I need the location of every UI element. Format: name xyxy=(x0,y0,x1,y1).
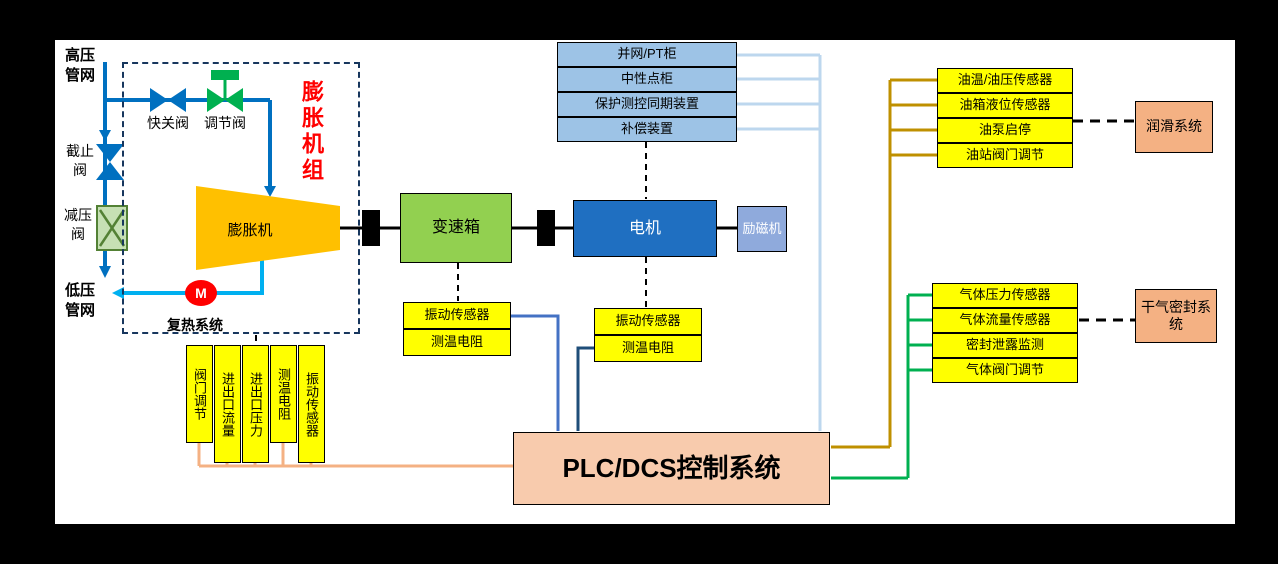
process-inlet-outlet-pressure-label: 进出口压力 xyxy=(248,371,263,437)
panel-neutral-point: 中性点柜 xyxy=(557,67,737,92)
gas-pressure-sensor: 气体压力传感器 xyxy=(932,283,1078,308)
gearbox-rtd-sensor: 测温电阻 xyxy=(403,329,511,356)
electrical-lines xyxy=(737,53,822,431)
coupling-1 xyxy=(362,210,380,246)
reheat-arrow-left xyxy=(112,287,124,299)
gearbox-sensor-line xyxy=(511,314,560,431)
dry-gas-seal-system-block: 干气密封系统 xyxy=(1135,289,1217,343)
control-valve-label: 调节阀 xyxy=(204,115,246,131)
plc-dcs-control-system: PLC/DCS控制系统 xyxy=(513,432,830,505)
stop-valve-icon xyxy=(96,144,124,162)
reducer-valve-label: 减压阀 xyxy=(64,207,92,242)
motor-rtd-sensor: 测温电阻 xyxy=(594,335,702,362)
control-valve-icon xyxy=(207,88,225,112)
coupling-2 xyxy=(537,210,555,246)
motor-block: 电机 xyxy=(573,200,717,257)
gas-flow-sensor: 气体流量传感器 xyxy=(932,308,1078,333)
gearbox-block: 变速箱 xyxy=(400,193,512,263)
reheat-pipe xyxy=(124,252,264,295)
gas-seal-lines xyxy=(831,293,932,480)
expander-label: 膨胀机 xyxy=(227,222,273,239)
process-inlet-outlet-flow-label: 进出口流量 xyxy=(220,371,235,437)
lp-network-label: 低压管网 xyxy=(64,282,95,320)
expander-unit-frame xyxy=(122,62,360,334)
lub-oil-temp-pressure-sensor: 油温/油压传感器 xyxy=(937,68,1073,93)
pipe-arrow-expander-inlet xyxy=(264,186,276,197)
reheat-system-label: 复热系统 xyxy=(167,317,223,333)
control-valve-icon xyxy=(225,88,243,112)
motor-vibration-sensor: 振动传感器 xyxy=(594,308,702,335)
motor-sensor-line xyxy=(576,346,595,431)
panel-protection-sync: 保护测控同期装置 xyxy=(557,92,737,117)
gas-valve-regulation: 气体阀门调节 xyxy=(932,358,1078,383)
process-rtd: 测温电阻 xyxy=(270,345,297,443)
lubrication-lines xyxy=(831,78,937,449)
panel-compensation: 补偿装置 xyxy=(557,117,737,142)
quick-valve-icon xyxy=(168,88,186,112)
gearbox-vibration-sensor: 振动传感器 xyxy=(403,302,511,329)
pipe-arrow-down-2 xyxy=(99,266,111,278)
process-inlet-outlet-pressure: 进出口压力 xyxy=(242,345,269,463)
exciter-block: 励磁机 xyxy=(737,206,787,252)
reheat-pump-motor: M xyxy=(185,280,217,306)
lub-station-valve-regulation: 油站阀门调节 xyxy=(937,143,1073,168)
expander-shape xyxy=(196,186,340,270)
panel-grid-pt: 并网/PT柜 xyxy=(557,42,737,67)
process-valve-regulation-label: 阀门调节 xyxy=(192,368,207,420)
process-vibration-sensor-label: 振动传感器 xyxy=(304,371,319,437)
process-sensor-lines xyxy=(197,443,514,468)
quick-valve-icon xyxy=(150,88,168,112)
stop-valve-icon xyxy=(96,162,124,180)
stop-valve-label: 截止阀 xyxy=(66,143,94,178)
process-vibration-sensor: 振动传感器 xyxy=(298,345,325,463)
pipe-arrow-down-1 xyxy=(99,130,111,141)
quick-valve-label: 快关阀 xyxy=(147,115,189,131)
lubrication-system-block: 润滑系统 xyxy=(1135,101,1213,153)
process-inlet-outlet-flow: 进出口流量 xyxy=(214,345,241,463)
reducer-valve-cross xyxy=(98,209,126,247)
lub-tank-level-sensor: 油箱液位传感器 xyxy=(937,93,1073,118)
process-rtd-label: 测温电阻 xyxy=(276,368,291,420)
process-valve-regulation: 阀门调节 xyxy=(186,345,213,443)
expander-unit-title: 膨胀机组 xyxy=(299,80,324,184)
lub-pump-start-stop: 油泵启停 xyxy=(937,118,1073,143)
hp-network-label: 高压管网 xyxy=(64,47,95,85)
seal-leak-monitoring: 密封泄露监测 xyxy=(932,333,1078,358)
control-valve-actuator xyxy=(211,70,239,80)
